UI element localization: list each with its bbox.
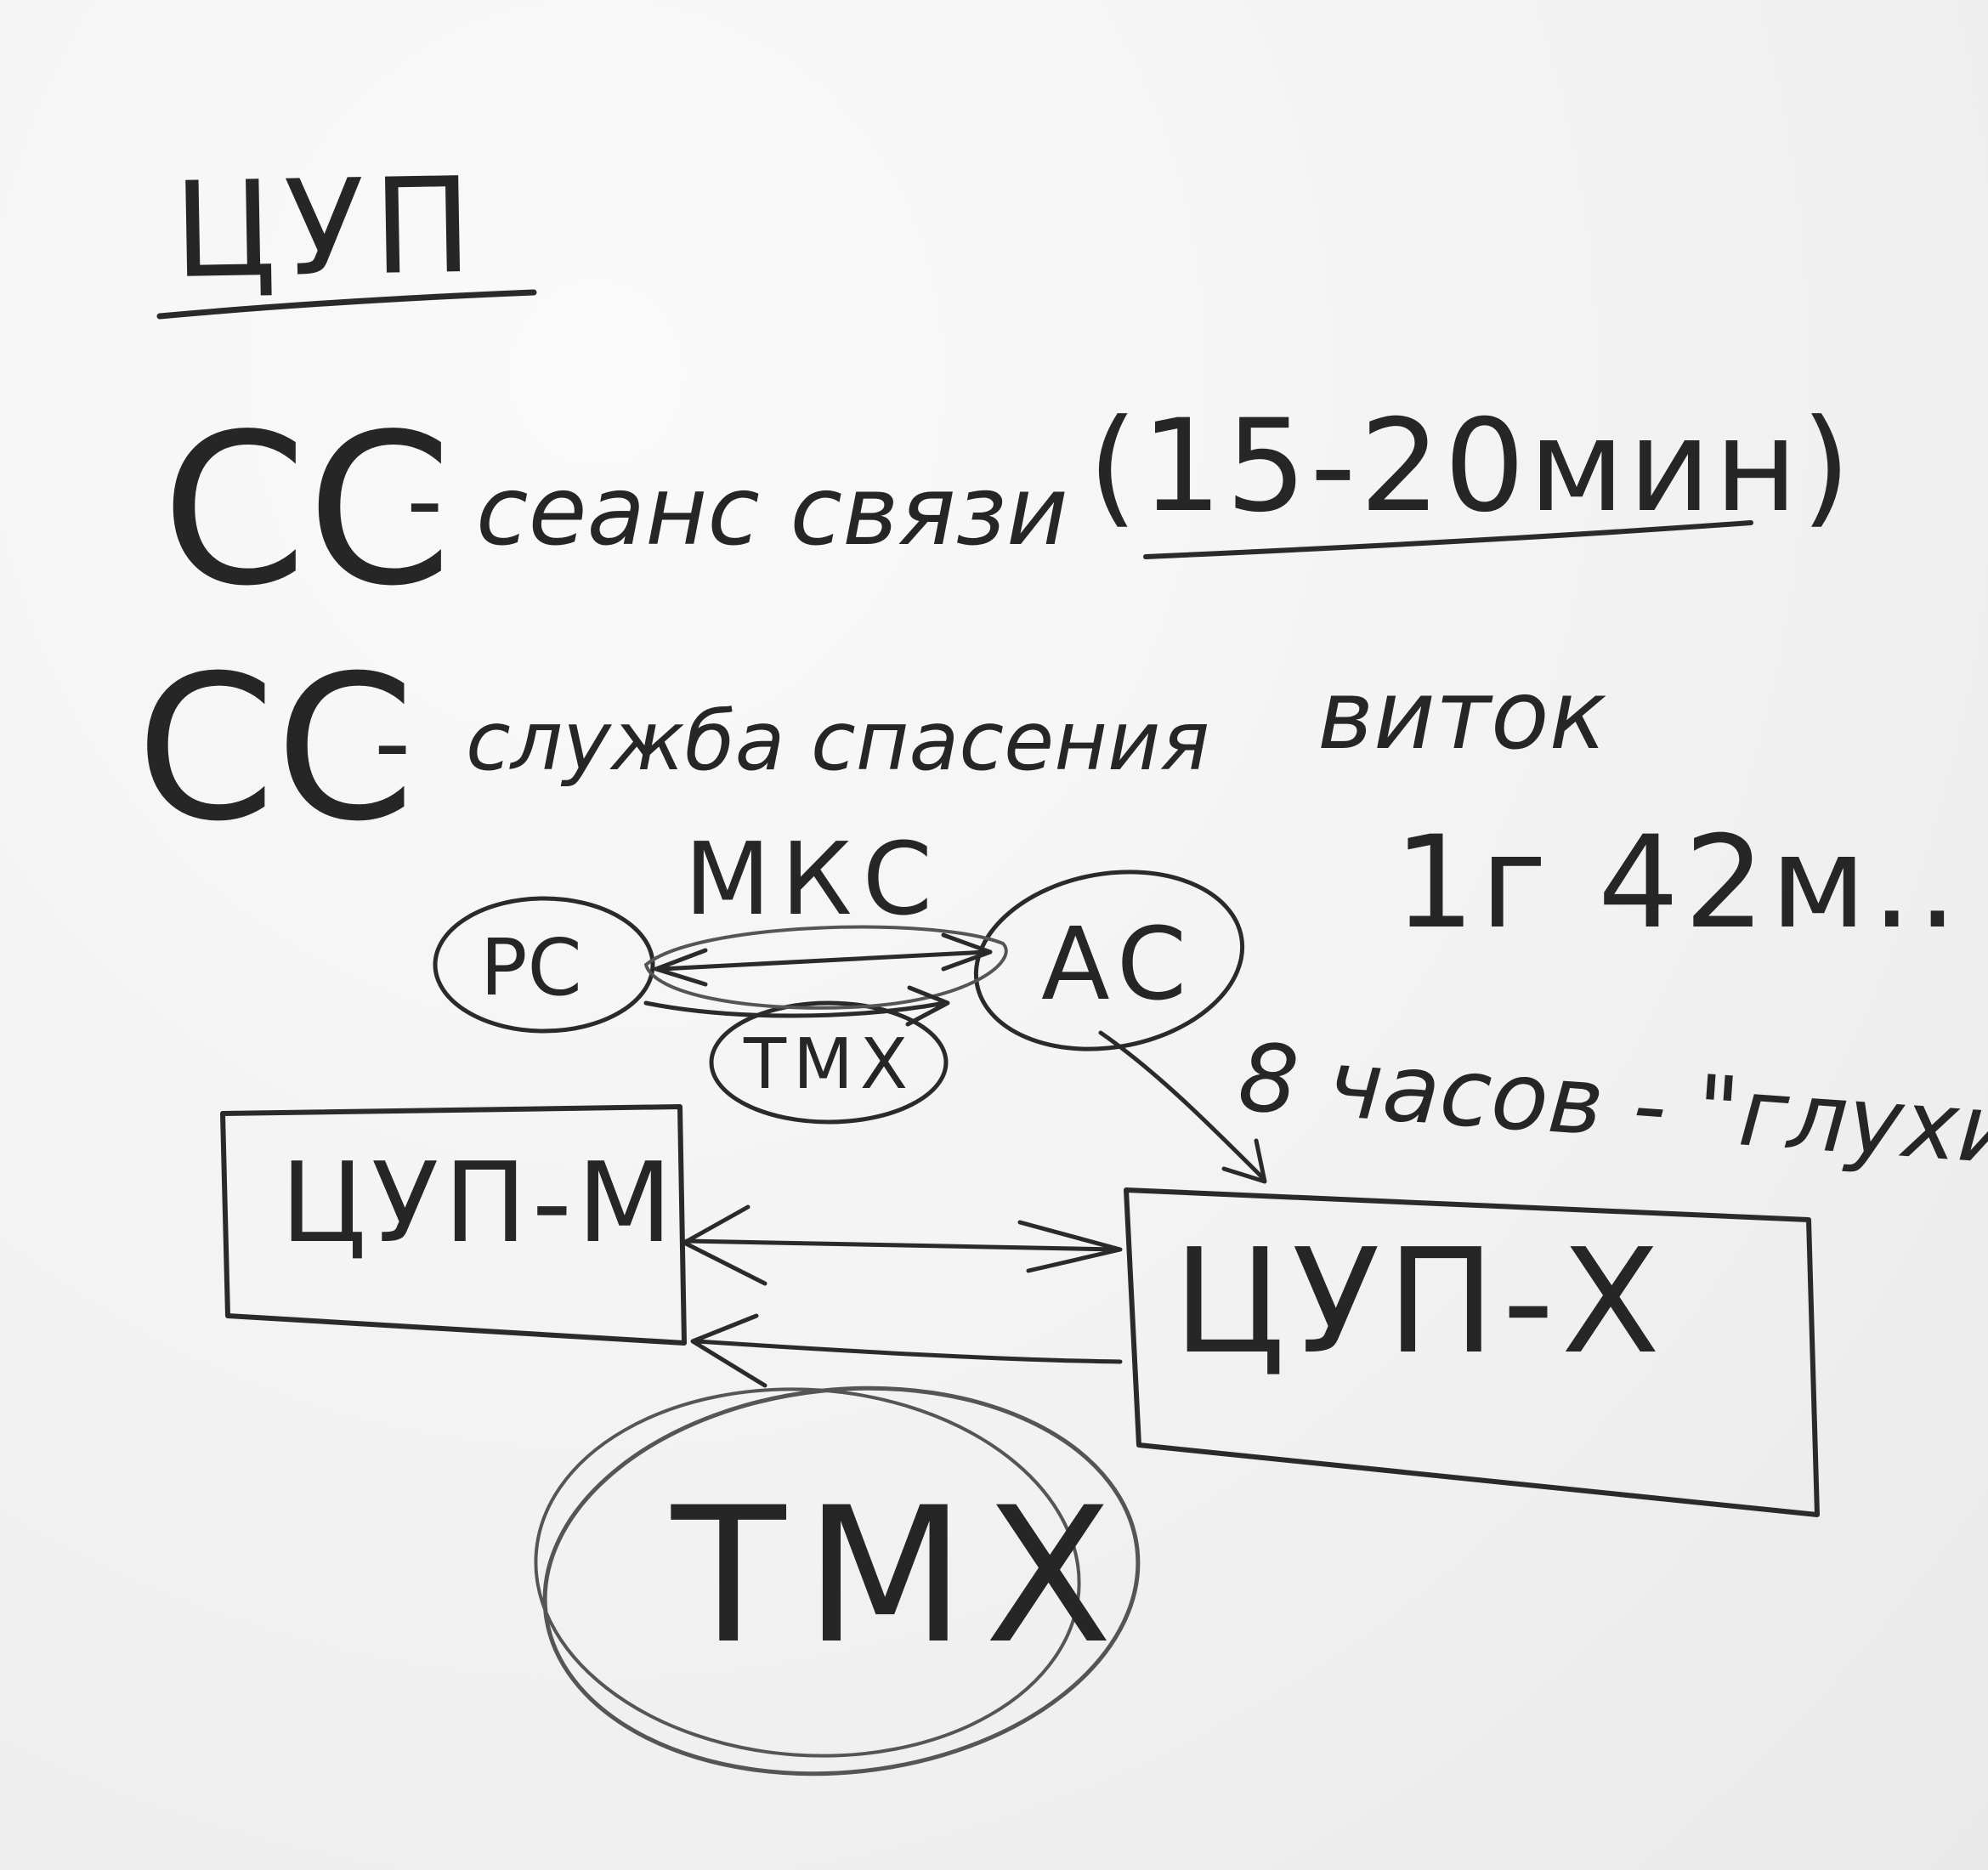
boxes-arrow-top [684,1238,1120,1252]
tmx-small-ellipse [709,1000,949,1125]
tsup-x-box [1124,1187,1820,1517]
boxes-arrowhead-left-top [682,1204,767,1286]
tsup-x-label: ЦУП-Х [1173,1218,1667,1386]
rs-as-arrow-top [659,949,988,972]
line1-abbr: СС [161,389,452,632]
as-ellipse [973,870,1245,1051]
line2-dash: - [374,684,411,802]
as-label: АС [1041,905,1193,1023]
rs-as-arrow-bottom [643,1000,948,1018]
rs-as-arrowhead-bottom [905,985,950,1027]
line1-dash: - [406,442,443,560]
line1-note-underline [1143,520,1753,559]
station-label: МКС [684,820,943,938]
rs-as-arrowhead-left [654,948,708,987]
line2-abbr: СС [136,633,415,865]
as-to-tsup-x-arrow [1098,1030,1265,1180]
silence-note: 8 часов - "глухие" [1235,1023,1988,1193]
line1-note: (15-20мин) [1088,393,1855,541]
tmx-small-label: ТМХ [743,1024,915,1105]
line2-text: служба спасения [466,694,1209,789]
heading-underline [156,289,537,320]
rs-label: РС [480,922,582,1013]
tmx-large-ellipse-inner [534,1387,1081,1758]
heading: ЦУП [172,149,481,308]
rs-ellipse [433,896,655,1034]
tsup-m-label: ЦУП-М [280,1138,677,1267]
boxes-arrow-bottom [694,1339,1123,1364]
tsup-m-box [220,1104,687,1346]
line1-text: сеанс связи [476,456,1068,567]
mks-loop [644,925,1008,1010]
boxes-arrowhead-bottom [690,1313,767,1388]
tmx-large-label: ТМХ [671,1467,1131,1685]
rs-as-arrowhead-right [941,932,993,972]
orbit-duration: 1г 42м.. [1394,809,1963,957]
orbit-label: виток [1317,660,1606,771]
boxes-arrowhead-right-top [1017,1220,1123,1273]
as-to-tsup-x-arrowhead [1221,1138,1267,1184]
